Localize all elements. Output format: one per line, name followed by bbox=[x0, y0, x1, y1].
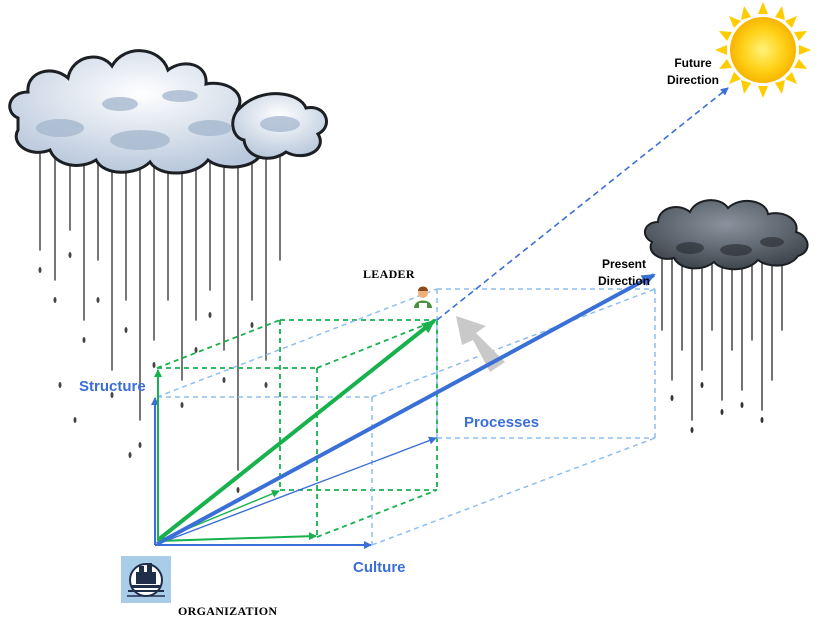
green-axes bbox=[154, 369, 317, 542]
gray-shift-arrow bbox=[456, 316, 505, 372]
present-direction-line-1: Present bbox=[601, 257, 647, 271]
rain-cloud-icon bbox=[8, 49, 328, 493]
organization-icon bbox=[121, 556, 171, 603]
present-direction-line-2: Direction bbox=[597, 274, 650, 288]
leader-arrow bbox=[156, 319, 436, 542]
present-direction-arrow bbox=[156, 273, 656, 546]
green-cube-outline bbox=[156, 319, 438, 538]
leader-label: LEADER bbox=[363, 267, 415, 281]
blue-axes bbox=[151, 397, 437, 549]
processes-label: Processes bbox=[464, 414, 540, 431]
future-direction-line-1: Future bbox=[674, 56, 712, 70]
future-direction-line-2: Direction bbox=[666, 73, 719, 87]
future-direction-arrow bbox=[436, 87, 729, 321]
organization-label: ORGANIZATION bbox=[178, 604, 278, 618]
culture-label: Culture bbox=[353, 559, 406, 576]
structure-label: Structure bbox=[79, 378, 146, 395]
blue-box-outline bbox=[156, 288, 656, 546]
present-direction-label: Present Direction bbox=[586, 256, 662, 290]
storm-cloud-icon bbox=[643, 199, 809, 433]
future-direction-label: Future Direction bbox=[655, 55, 731, 89]
sun-icon bbox=[715, 2, 811, 98]
leader-person-icon bbox=[414, 286, 432, 309]
